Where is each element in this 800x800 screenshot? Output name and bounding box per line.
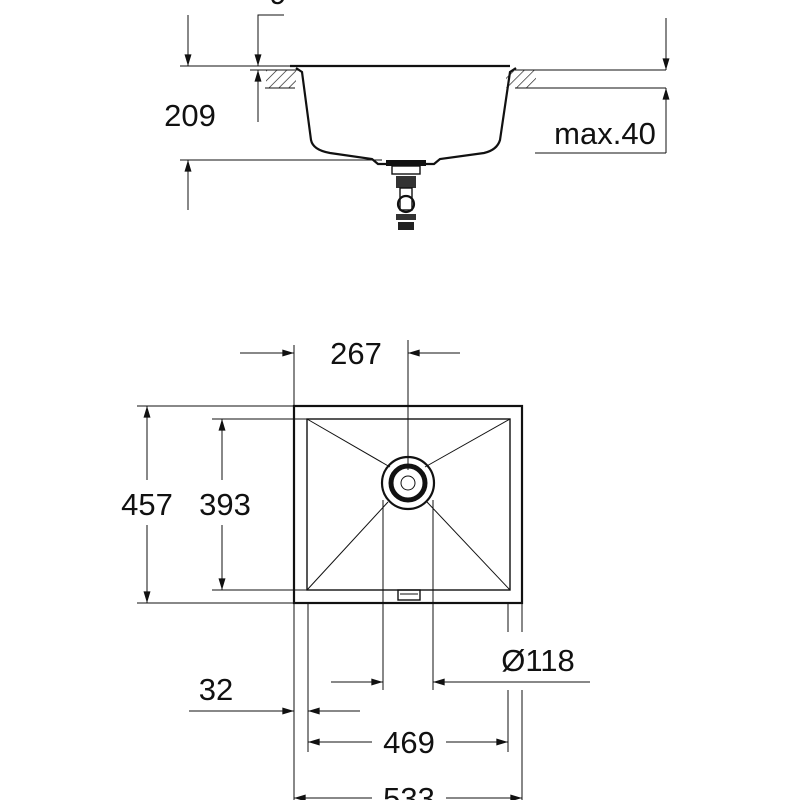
dim-inner-width: 469	[383, 725, 435, 760]
overflow-slot	[397, 589, 421, 601]
countertop-right	[506, 70, 536, 88]
dim-drain-diameter: Ø118	[501, 643, 575, 678]
dim-max-counter: max.40	[554, 116, 656, 151]
dim-rim-width: 32	[199, 672, 233, 707]
countertop-left	[266, 70, 296, 88]
bowl-slope-lines	[306, 418, 511, 591]
drain-trap	[386, 160, 426, 230]
dim-inner-depth: 393	[199, 487, 251, 522]
sink-bowl-profile	[290, 64, 517, 166]
dim-drain-offset: 267	[330, 336, 382, 371]
top-view: 267 457 393 Ø118 32 469 533	[121, 336, 590, 800]
dim-depth: 209	[164, 98, 216, 133]
dim-outer-depth: 457	[121, 487, 173, 522]
dim-rim-thickness: 9	[269, 0, 286, 11]
side-view: 209 9 max.40	[164, 0, 670, 230]
dim-outer-width: 533	[383, 781, 435, 800]
